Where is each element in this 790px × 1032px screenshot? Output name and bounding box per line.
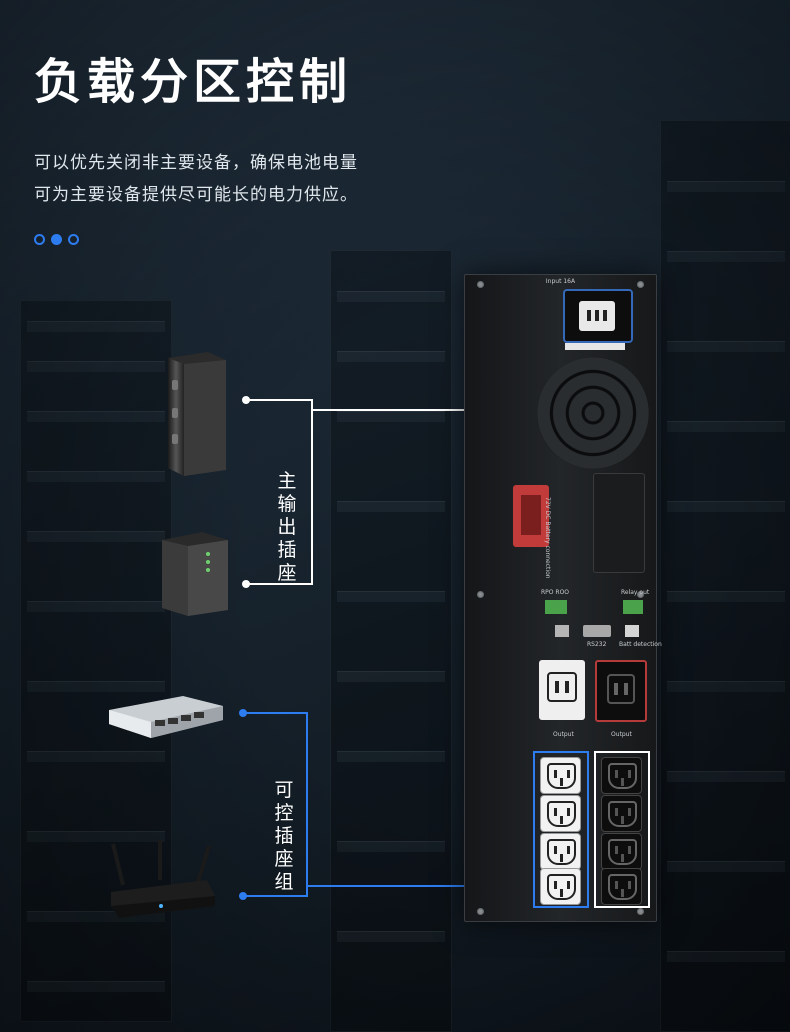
c19-output-socket-dark (595, 660, 647, 722)
rpo-terminal[interactable] (545, 600, 567, 614)
usb-port[interactable] (555, 625, 569, 637)
screw (637, 281, 644, 288)
battery-cover-plate (593, 473, 645, 573)
pager-dot-active[interactable] (51, 234, 62, 245)
controllable-outlet (540, 795, 581, 832)
description-line-2: 可为主要设备提供尽可能长的电力供应。 (34, 185, 358, 205)
screw (637, 591, 644, 598)
nas-storage-icon (162, 532, 228, 616)
main-outlet-group (594, 751, 650, 908)
batt-detection-label: Batt detection (619, 641, 662, 648)
main-outlet (601, 795, 642, 832)
rs232-label: RS232 (587, 641, 607, 648)
main-outlets-label: 主输出插座 (277, 470, 297, 584)
controllable-outlets-label: 可控插座组 (274, 779, 294, 893)
c19-output-socket (539, 660, 585, 720)
ups-rear-panel: Input 16A 72V DC Battery connection RPO … (464, 274, 662, 922)
controllable-outlet (540, 868, 581, 905)
wifi-router-icon (111, 840, 215, 918)
fan-grille (537, 357, 649, 469)
battery-connector (513, 485, 549, 547)
main-outlet (601, 833, 642, 870)
serial-label-sticker (565, 343, 625, 350)
pager-dot[interactable] (34, 234, 45, 245)
pager-dot[interactable] (68, 234, 79, 245)
description-line-1: 可以优先关闭非主要设备，确保电池电量 (34, 153, 358, 173)
tower-server-icon (168, 352, 226, 476)
batt-detection-port[interactable] (625, 625, 639, 637)
controllable-outlet (540, 833, 581, 870)
rpo-label: RPO ROO (541, 589, 570, 596)
description: 可以优先关闭非主要设备，确保电池电量 可为主要设备提供尽可能长的电力供应。 (34, 147, 358, 211)
pager-dots (34, 234, 79, 245)
background-rack (20, 300, 172, 1022)
network-switch-icon (109, 696, 223, 738)
battery-warning-label: 72V DC Battery connection (544, 497, 551, 579)
input-label: Input 16A (545, 278, 576, 285)
page-title: 负载分区控制 (34, 54, 353, 110)
controllable-outlet (540, 757, 581, 794)
output-label-2: Output (611, 731, 632, 738)
output-label: Output (553, 731, 574, 738)
controllable-outlet-group (533, 751, 589, 908)
background-rack (660, 120, 790, 1032)
screw (637, 908, 644, 915)
screw (477, 908, 484, 915)
ac-input-socket (563, 289, 633, 343)
main-outlet (601, 757, 642, 794)
relay-terminal[interactable] (623, 600, 643, 614)
main-outlet (601, 868, 642, 905)
background-rack (330, 250, 452, 1032)
screw (477, 281, 484, 288)
relay-label: Relay out (621, 589, 650, 596)
screw (477, 591, 484, 598)
rs232-port[interactable] (583, 625, 611, 637)
